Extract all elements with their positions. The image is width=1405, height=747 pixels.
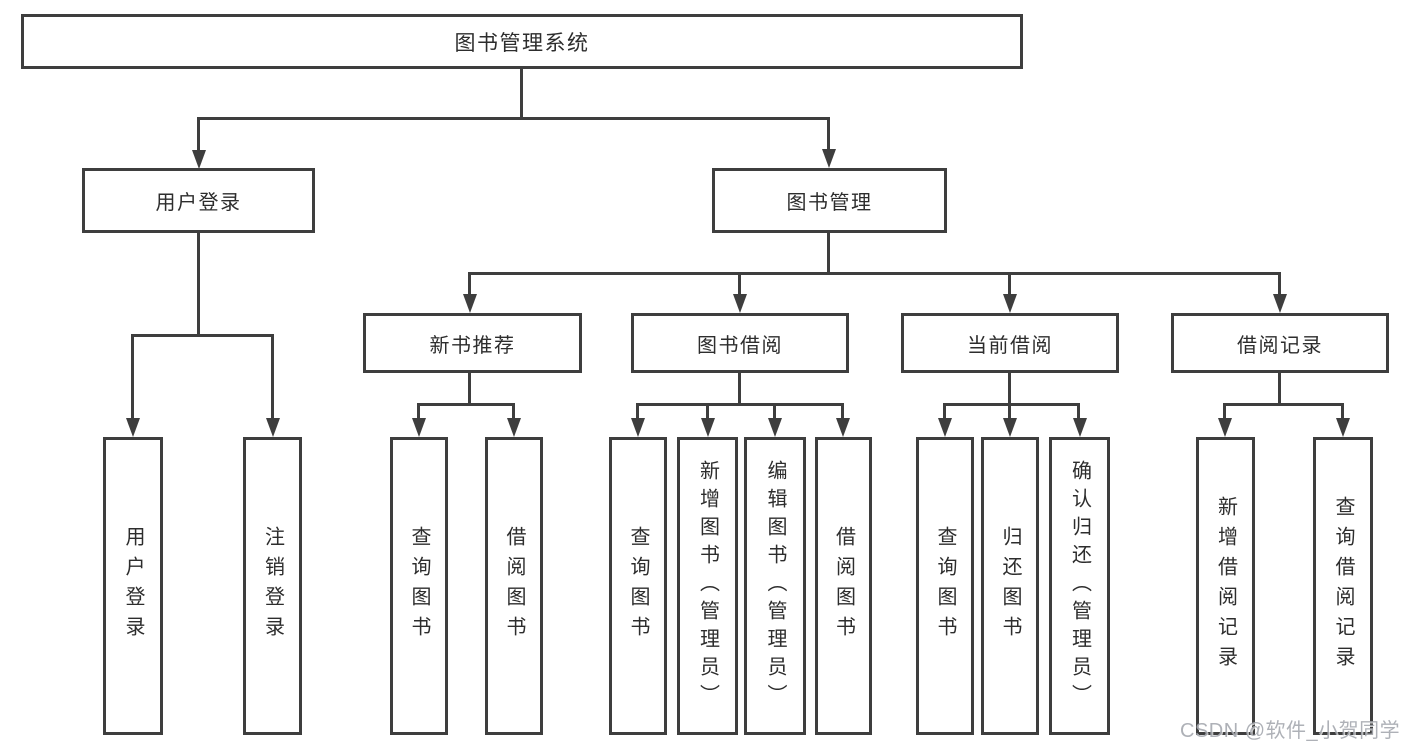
arrowhead-down-icon	[836, 418, 850, 437]
arrowhead-down-icon	[701, 418, 715, 437]
node-book-management: 图书管理	[712, 168, 947, 233]
node-library-management-system: 图书管理系统	[21, 14, 1023, 69]
leaf-return-book: 归还图书	[981, 437, 1039, 735]
leaf-label: 新增借阅记录	[1214, 496, 1237, 676]
leaf-label: 借阅图书	[832, 526, 855, 646]
connector-drop	[943, 403, 946, 420]
leaf-label: 用户登录	[122, 526, 144, 646]
connector-drop	[197, 117, 200, 152]
connector-drop	[1077, 403, 1080, 420]
arrowhead-down-icon	[412, 418, 426, 437]
leaf-label: 查询图书	[934, 526, 956, 646]
connector-level2-rail	[197, 117, 830, 120]
node-user-login: 用户登录	[82, 168, 315, 233]
leaf-logout: 注销登录	[243, 437, 302, 735]
arrowhead-down-icon	[126, 418, 140, 437]
connector-drop	[706, 403, 709, 420]
connector-rail-borrowing	[636, 403, 844, 406]
node-new-book-recommend: 新书推荐	[363, 313, 582, 373]
watermark: CSDN @软件_小贺同学	[1180, 720, 1401, 742]
leaf-edit-book-admin: 编辑图书（管理员）	[744, 437, 806, 735]
arrowhead-down-icon	[768, 418, 782, 437]
connector-drop	[827, 117, 830, 152]
leaf-user-login: 用户登录	[103, 437, 163, 735]
connector-level3-rail	[468, 272, 1281, 275]
connector-drop	[417, 403, 420, 420]
node-current-borrowing: 当前借阅	[901, 313, 1119, 373]
connector-userlogin-rail	[131, 334, 274, 337]
connector-drop	[512, 403, 515, 420]
arrowhead-down-icon	[631, 418, 645, 437]
arrowhead-down-icon	[1003, 294, 1017, 313]
leaf-label: 归还图书	[999, 526, 1021, 646]
connector-drop	[271, 334, 274, 420]
connector-stem	[1278, 373, 1281, 406]
connector-drop	[738, 272, 741, 296]
leaf-label: 新增图书（管理员）	[696, 460, 719, 712]
arrowhead-down-icon	[1003, 418, 1017, 437]
leaf-label: 编辑图书（管理员）	[764, 460, 786, 712]
leaf-label: 查询图书	[408, 526, 430, 646]
connector-drop	[636, 403, 639, 420]
connector-drop	[841, 403, 844, 420]
leaf-add-borrow-record: 新增借阅记录	[1196, 437, 1255, 735]
arrowhead-down-icon	[1273, 294, 1287, 313]
leaf-query-books-borrowing: 查询图书	[609, 437, 667, 735]
connector-root-stem	[520, 68, 523, 120]
leaf-query-books-recommend: 查询图书	[390, 437, 448, 735]
connector-bookmgmt-stem	[827, 233, 830, 275]
leaf-label: 注销登录	[261, 526, 284, 646]
connector-drop	[1008, 403, 1011, 420]
arrowhead-down-icon	[822, 149, 836, 168]
connector-drop	[131, 334, 134, 420]
leaf-label: 查询借阅记录	[1332, 496, 1354, 676]
connector-drop	[1278, 272, 1281, 296]
arrowhead-down-icon	[192, 150, 206, 169]
arrowhead-down-icon	[1218, 418, 1232, 437]
leaf-borrow-books-borrowing: 借阅图书	[815, 437, 872, 735]
connector-drop	[773, 403, 776, 420]
leaf-query-books-current: 查询图书	[916, 437, 974, 735]
arrowhead-down-icon	[938, 418, 952, 437]
leaf-label: 查询图书	[627, 526, 649, 646]
connector-stem	[738, 373, 741, 406]
arrowhead-down-icon	[266, 418, 280, 437]
leaf-label: 借阅图书	[503, 526, 525, 646]
connector-drop	[1341, 403, 1344, 420]
connector-drop	[468, 272, 471, 296]
connector-userlogin-stem	[197, 233, 200, 337]
leaf-label: 确认归还（管理员）	[1068, 460, 1091, 712]
arrowhead-down-icon	[1336, 418, 1350, 437]
leaf-add-book-admin: 新增图书（管理员）	[677, 437, 738, 735]
connector-rail-current	[943, 403, 1080, 406]
node-borrow-records: 借阅记录	[1171, 313, 1389, 373]
arrowhead-down-icon	[733, 294, 747, 313]
leaf-query-borrow-record: 查询借阅记录	[1313, 437, 1373, 735]
arrowhead-down-icon	[1073, 418, 1087, 437]
connector-stem	[468, 373, 471, 406]
connector-stem	[1008, 373, 1011, 406]
leaf-borrow-books-recommend: 借阅图书	[485, 437, 543, 735]
leaf-confirm-return-admin: 确认归还（管理员）	[1049, 437, 1110, 735]
connector-drop	[1223, 403, 1226, 420]
connector-rail-newbook	[417, 403, 515, 406]
node-book-borrowing: 图书借阅	[631, 313, 849, 373]
arrowhead-down-icon	[507, 418, 521, 437]
arrowhead-down-icon	[463, 294, 477, 313]
connector-rail-records	[1223, 403, 1344, 406]
connector-drop	[1008, 272, 1011, 296]
